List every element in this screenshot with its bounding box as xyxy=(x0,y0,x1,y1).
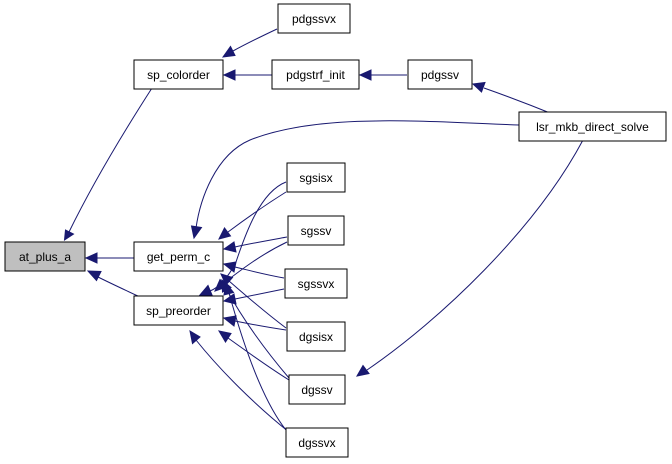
edge-lsr-to-pdgssv xyxy=(471,81,556,116)
node-sgsisx[interactable]: sgsisx xyxy=(286,162,346,193)
node-pdgssvx[interactable]: pdgssvx xyxy=(277,3,351,34)
edge-sgssvx-to-get-perm-c xyxy=(222,261,285,279)
svg-text:dgsisx: dgsisx xyxy=(299,330,333,344)
edge-pdgstrf-init-to-sp-colorder xyxy=(222,69,272,81)
edge-dgssv-to-sp-preorder xyxy=(217,330,290,381)
edge-sp-preorder-to-at-plus-a xyxy=(86,270,141,298)
node-dgsisx[interactable]: dgsisx xyxy=(286,321,346,352)
edge-pdgssv-to-pdgstrf-init xyxy=(358,69,407,81)
node-dgssvx[interactable]: dgssvx xyxy=(285,427,349,458)
svg-text:lsr_mkb_direct_solve: lsr_mkb_direct_solve xyxy=(536,120,649,134)
node-at-plus-a[interactable]: at_plus_a xyxy=(4,241,86,272)
edge-sgssv-to-get-perm-c xyxy=(222,236,288,253)
node-lsr-mkb-direct-solve[interactable]: lsr_mkb_direct_solve xyxy=(518,111,667,142)
edge-sgsisx-to-get-perm-c xyxy=(218,191,287,240)
svg-text:at_plus_a: at_plus_a xyxy=(19,250,71,264)
edge-dgssvx-to-sp-preorder xyxy=(189,329,290,433)
edge-sgsisx-to-sp-preorder xyxy=(198,181,287,296)
svg-text:sgsisx: sgsisx xyxy=(299,171,332,185)
node-dgssv[interactable]: dgssv xyxy=(288,374,346,405)
node-sp-preorder[interactable]: sp_preorder xyxy=(133,295,224,326)
node-pdgstrf-init[interactable]: pdgstrf_init xyxy=(271,59,360,90)
edge-dgsisx-to-sp-preorder xyxy=(222,315,287,331)
svg-text:pdgssv: pdgssv xyxy=(421,68,459,82)
node-sp-colorder[interactable]: sp_colorder xyxy=(133,59,224,90)
edge-lsr-to-dgssv xyxy=(356,139,584,377)
edge-dgsisx-to-get-perm-c xyxy=(220,273,287,329)
edge-dgssvx-to-get-perm-c xyxy=(223,281,287,431)
svg-text:dgssvx: dgssvx xyxy=(298,436,335,450)
edge-pdgssvx-to-sp-colorder xyxy=(221,28,278,58)
node-sgssvx[interactable]: sgssvx xyxy=(284,268,348,299)
svg-text:dgssv: dgssv xyxy=(301,383,332,397)
svg-text:pdgssvx: pdgssvx xyxy=(292,12,336,26)
svg-text:sgssvx: sgssvx xyxy=(298,277,335,291)
node-get-perm-c[interactable]: get_perm_c xyxy=(133,241,224,272)
node-pdgssv[interactable]: pdgssv xyxy=(407,59,473,90)
edge-lsr-to-get-perm-c xyxy=(190,120,520,240)
edge-sgssvx-to-sp-preorder xyxy=(222,288,285,305)
svg-text:sp_colorder: sp_colorder xyxy=(147,68,210,82)
svg-text:sp_preorder: sp_preorder xyxy=(146,304,211,318)
svg-text:pdgstrf_init: pdgstrf_init xyxy=(286,68,345,82)
svg-text:sgssv: sgssv xyxy=(301,224,332,238)
edge-sgssv-to-sp-preorder xyxy=(214,241,288,292)
node-sgssv[interactable]: sgssv xyxy=(287,215,345,246)
edge-get-perm-c-to-at-plus-a xyxy=(84,252,134,264)
svg-text:get_perm_c: get_perm_c xyxy=(147,250,210,264)
edge-sp-colorder-to-at-plus-a xyxy=(63,87,153,242)
